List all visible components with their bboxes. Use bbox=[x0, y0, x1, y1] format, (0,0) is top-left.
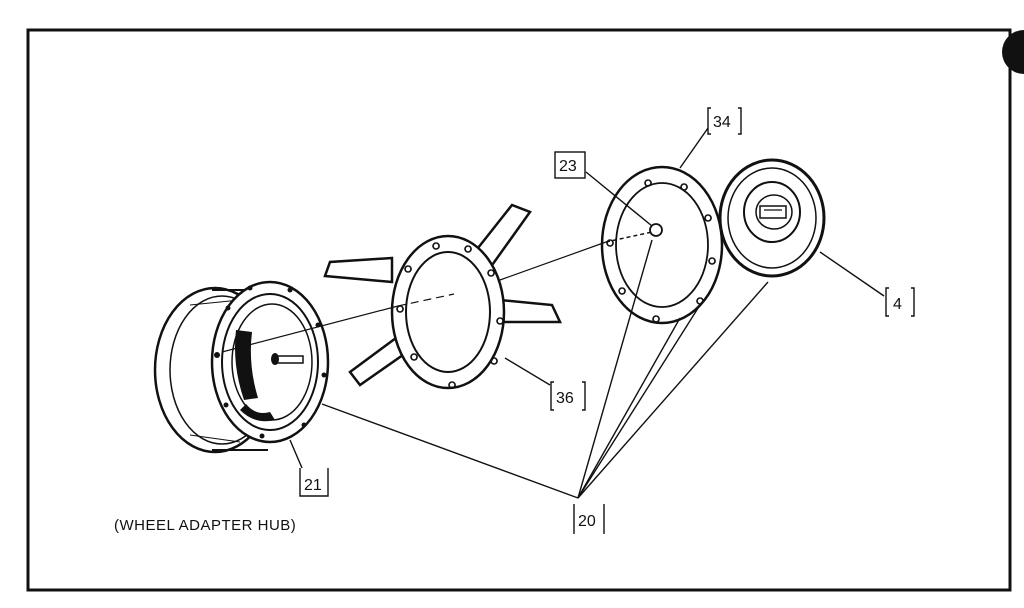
callout-20: 20 bbox=[573, 504, 605, 534]
callout-21: 21 bbox=[299, 468, 329, 497]
diagram-frame bbox=[26, 28, 1012, 592]
leader-lines bbox=[289, 127, 885, 499]
callout-4-label: 4 bbox=[893, 296, 902, 313]
callout-4: 4 bbox=[885, 287, 915, 317]
callout-23: 23 bbox=[554, 151, 586, 179]
callout-34-label: 34 bbox=[713, 114, 731, 131]
assembly-centerline bbox=[221, 241, 607, 353]
wheel-adapter-hub bbox=[153, 280, 330, 454]
corner-mark bbox=[1002, 30, 1024, 74]
hub-caption: (WHEEL ADAPTER HUB) bbox=[114, 517, 296, 534]
callout-20-label: 20 bbox=[578, 513, 596, 530]
hub-back-plate bbox=[600, 165, 724, 325]
callout-36-label: 36 bbox=[556, 390, 574, 407]
callout-21-label: 21 bbox=[304, 477, 322, 494]
callout-23-label: 23 bbox=[559, 158, 577, 175]
callout-34: 34 bbox=[707, 107, 742, 135]
hub-cap bbox=[718, 158, 826, 278]
spoked-mounting-plate bbox=[323, 203, 562, 390]
callout-36: 36 bbox=[550, 381, 586, 411]
